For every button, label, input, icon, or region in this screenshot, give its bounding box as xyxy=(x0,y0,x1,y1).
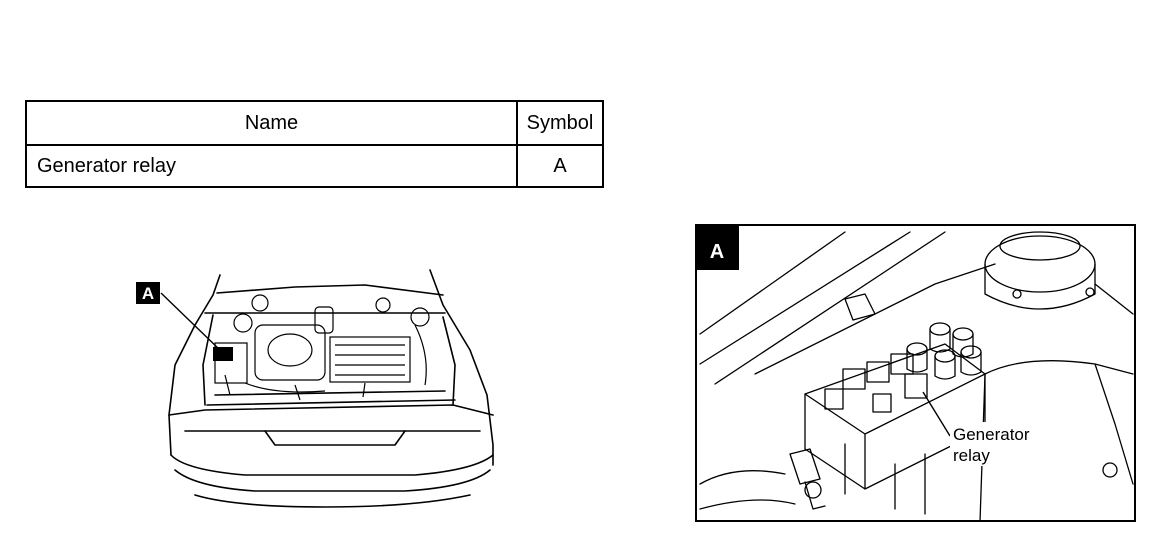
marker-a-box-detail xyxy=(697,226,739,270)
row-symbol-cell: A xyxy=(516,144,604,188)
header-symbol: Symbol xyxy=(516,100,604,146)
relay-location-mark xyxy=(213,347,233,361)
relay-box-detail-figure: A Generator relay xyxy=(695,224,1136,523)
callout-relay-text: relay xyxy=(953,446,990,465)
marker-a-box xyxy=(136,282,160,304)
table-row: Generator relay A xyxy=(25,144,604,188)
engine-bay-overview-illustration: A xyxy=(136,269,494,508)
callout-generator-text: Generator xyxy=(953,425,1030,444)
marker-a-label-detail: A xyxy=(710,241,724,263)
engine-bay-overview-figure: A xyxy=(125,255,525,515)
header-name: Name xyxy=(25,100,518,146)
relay-box-detail-illustration: A Generator relay xyxy=(695,224,1136,523)
table-header-row: Name Symbol xyxy=(25,100,604,146)
parts-table: Name Symbol Generator relay A xyxy=(25,100,604,188)
row-name-cell: Generator relay xyxy=(25,144,518,188)
marker-a-label: A xyxy=(142,284,154,303)
